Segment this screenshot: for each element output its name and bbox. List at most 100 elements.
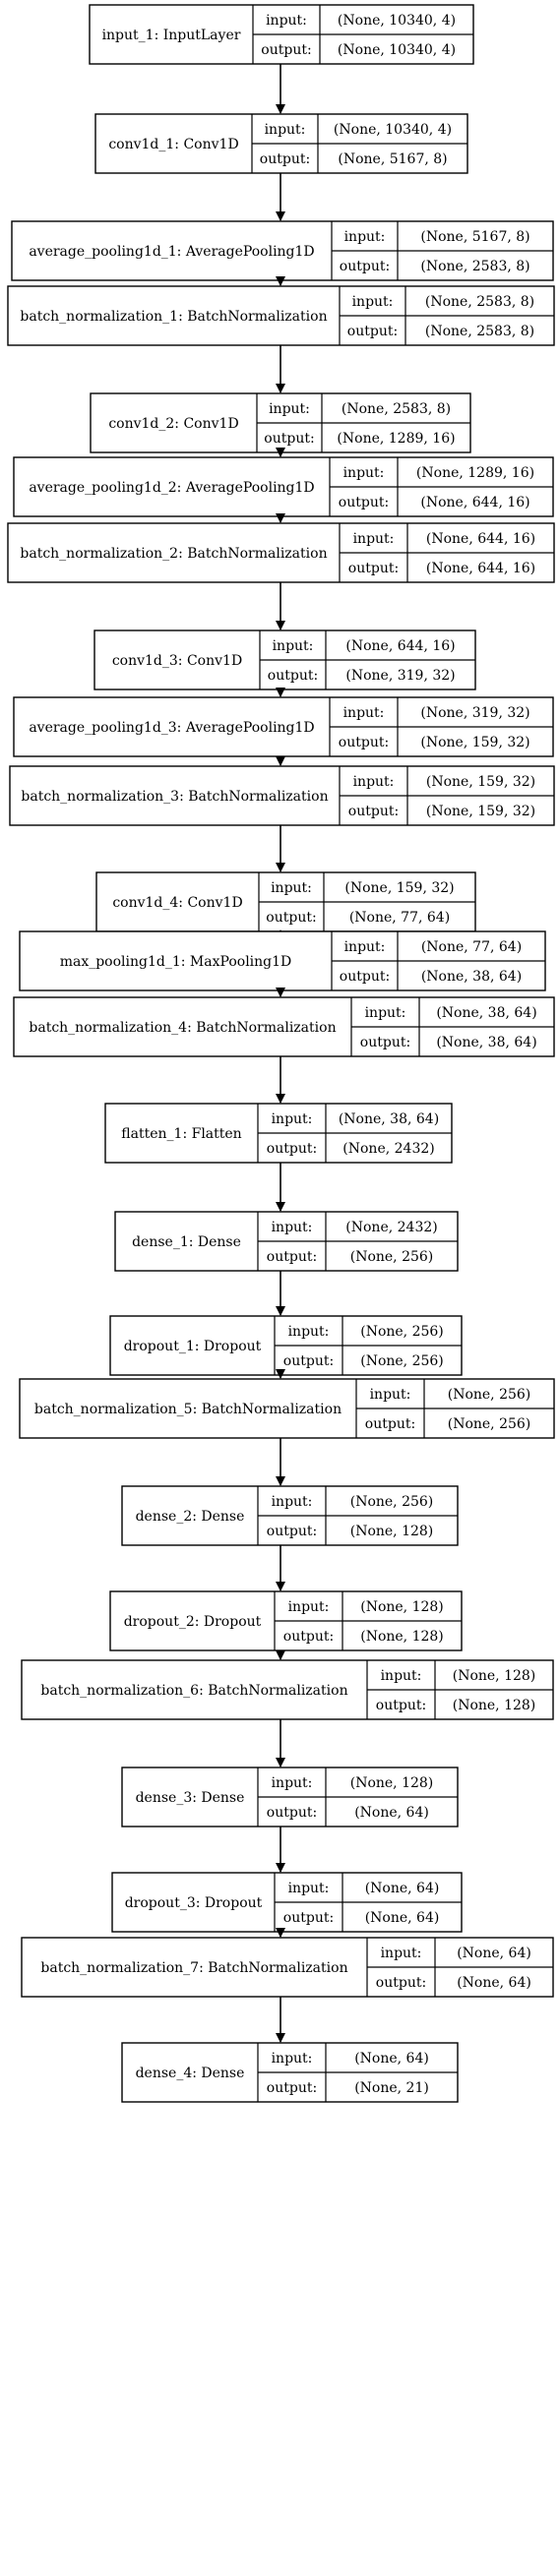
output-port-label: output: [267,1524,317,1539]
output-shape: (None, 159, 32) [420,735,529,750]
input-shape: (None, 1289, 16) [416,465,534,481]
output-port-label: output: [376,1698,426,1713]
output-shape: (None, 2583, 8) [425,324,534,339]
output-shape: (None, 159, 32) [426,804,535,819]
output-shape: (None, 38, 64) [421,969,522,985]
output-shape: (None, 77, 64) [349,910,450,926]
layer-name: conv1d_2: Conv1D [108,416,238,432]
input-port-label: input: [381,1668,422,1684]
layer-node: dropout_2: Dropout input: output: (None, 12… [109,1590,463,1651]
output-port-label: output: [267,1141,317,1157]
output-port-label: output: [360,1035,410,1050]
output-shape: (None, 21) [354,2080,429,2096]
output-shape: (None, 64) [365,1910,440,1926]
layer-node: average_pooling1d_1: AveragePooling1Dinp… [11,220,554,281]
input-shape: (None, 256) [360,1324,444,1340]
output-port-label: output: [347,324,398,339]
output-port-label: output: [267,1805,317,1821]
layer-name: batch_normalization_6: BatchNormalizatio… [40,1683,347,1699]
output-port-label: output: [260,151,310,167]
layer-node: flatten_1: Flatten input: output: (None, 38… [104,1103,453,1164]
input-port-label: input: [272,1220,313,1235]
input-shape: (None, 159, 32) [426,774,535,790]
output-shape: (None, 128) [360,1629,444,1645]
output-shape: (None, 64) [457,1975,531,1991]
layer-name: dropout_2: Dropout [124,1614,262,1630]
layer-node: batch_normalization_5: BatchNormalizatio… [19,1378,555,1439]
output-shape: (None, 644, 16) [426,561,535,576]
input-port-label: input: [266,13,307,29]
input-shape: (None, 77, 64) [421,939,522,955]
output-shape: (None, 128) [453,1698,536,1713]
output-port-label: output: [283,1910,334,1926]
input-port-label: input: [288,1599,330,1615]
layer-name: batch_normalization_5: BatchNormalizatio… [34,1402,342,1417]
output-port-label: output: [266,910,316,926]
output-port-label: output: [267,2080,317,2096]
output-shape: (None, 2583, 8) [420,259,529,274]
input-port-label: input: [352,294,394,310]
input-port-label: input: [269,401,310,417]
output-shape: (None, 38, 64) [436,1035,536,1050]
input-port-label: input: [381,1946,422,1961]
input-shape: (None, 159, 32) [344,880,454,896]
input-port-label: input: [272,2051,313,2067]
input-shape: (None, 2432) [345,1220,437,1235]
output-port-label: output: [348,561,399,576]
layer-name: conv1d_4: Conv1D [112,895,242,911]
input-port-label: input: [288,1324,330,1340]
layer-name: dropout_3: Dropout [125,1895,263,1911]
output-port-label: output: [267,1249,317,1265]
layer-name: batch_normalization_1: BatchNormalizatio… [20,309,327,325]
output-shape: (None, 1289, 16) [337,431,455,447]
input-shape: (None, 38, 64) [339,1111,439,1127]
input-shape: (None, 644, 16) [345,638,455,654]
output-port-label: output: [365,1416,415,1432]
output-shape: (None, 2432) [342,1141,434,1157]
layer-name: average_pooling1d_3: AveragePooling1D [29,720,314,736]
layer-node: batch_normalization_3: BatchNormalizatio… [9,765,555,826]
output-port-label: output: [261,42,311,58]
layer-name: flatten_1: Flatten [121,1126,241,1142]
layer-node: max_pooling1d_1: MaxPooling1Dinput:outpu… [19,930,546,991]
output-port-label: output: [339,735,389,750]
layer-name: dense_1: Dense [132,1234,241,1250]
input-shape: (None, 38, 64) [436,1005,536,1021]
layer-node: batch_normalization_6: BatchNormalizatio… [21,1659,554,1720]
output-shape: (None, 256) [360,1353,444,1369]
input-port-label: input: [343,705,385,721]
input-shape: (None, 319, 32) [420,705,529,721]
output-port-label: output: [283,1629,334,1645]
input-port-label: input: [265,122,306,138]
layer-name: input_1: InputLayer [102,28,241,43]
layer-node: batch_normalization_4: BatchNormalizatio… [13,996,555,1057]
input-port-label: input: [273,638,314,654]
input-port-label: input: [272,1111,313,1127]
input-port-label: input: [353,774,395,790]
layer-name: average_pooling1d_2: AveragePooling1D [29,480,314,496]
output-shape: (None, 319, 32) [345,668,455,684]
output-shape: (None, 256) [448,1416,531,1432]
output-shape: (None, 5167, 8) [338,151,447,167]
input-shape: (None, 128) [453,1668,536,1684]
input-shape: (None, 128) [350,1775,434,1791]
input-shape: (None, 128) [360,1599,444,1615]
output-shape: (None, 256) [350,1249,434,1265]
layer-name: dense_2: Dense [136,1509,245,1525]
input-port-label: input: [353,531,395,547]
output-shape: (None, 10340, 4) [338,42,456,58]
layer-node: dense_1: Dense input: output: (None, 2432) (… [114,1211,459,1272]
layer-name: batch_normalization_3: BatchNormalizatio… [21,789,328,805]
input-shape: (None, 256) [350,1494,434,1510]
input-port-label: input: [370,1387,411,1403]
layer-node: average_pooling1d_2: AveragePooling1Dinp… [13,456,554,517]
